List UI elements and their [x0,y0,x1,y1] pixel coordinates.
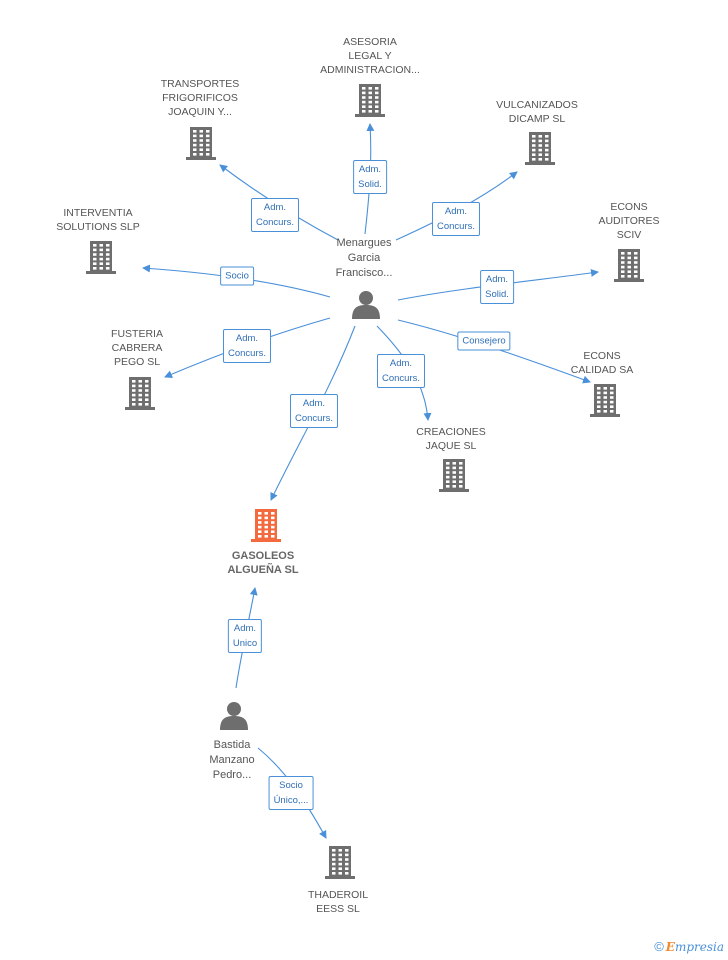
building-icon-fusteria[interactable] [125,377,155,410]
building-icon-econs_calidad[interactable] [590,384,620,417]
edge-label-menargues-to-gasoleos[interactable]: Adm. Concurs. [289,394,339,428]
node-label-vulcanizados[interactable]: VULCANIZADOS DICAMP SL [496,99,578,125]
edge-label-menargues-to-fusteria[interactable]: Adm. Concurs. [222,329,272,363]
edge-label-menargues-to-econs_calidad[interactable]: Consejero [457,331,511,351]
node-label-transportes[interactable]: TRANSPORTES FRIGORIFICOS JOAQUIN Y... [160,78,240,118]
node-label-creaciones[interactable]: CREACIONES JAQUE SL [416,426,486,452]
brand-logo-e: E [665,940,675,954]
node-label-econs_calidad[interactable]: ECONS CALIDAD SA [570,350,634,376]
edge-label-menargues-to-interventia[interactable]: Socio [220,266,254,286]
person-icon-bastida[interactable] [220,702,248,730]
building-icon-creaciones[interactable] [439,459,469,492]
node-label-interventia[interactable]: INTERVENTIA SOLUTIONS SLP [56,207,140,233]
brand-name: mpresia [674,940,724,954]
edge-label-menargues-to-vulcanizados[interactable]: Adm. Concurs. [431,202,481,236]
node-label-asesoria[interactable]: ASESORIA LEGAL Y ADMINISTRACION... [320,36,420,76]
person-icon-menargues[interactable] [352,291,380,319]
node-label-gasoleos[interactable]: GASOLEOS ALGUEÑA SL [227,550,299,576]
copyright-symbol: © [654,939,664,954]
edge-label-bastida-to-gasoleos[interactable]: Adm. Unico [227,619,263,653]
building-icon-econs_auditores[interactable] [614,249,644,282]
edge-label-menargues-to-asesoria[interactable]: Adm. Solid. [353,160,387,194]
node-label-econs_auditores[interactable]: ECONS AUDITORES SCIV [598,201,660,241]
building-icon-asesoria[interactable] [355,84,385,117]
node-label-menargues[interactable]: Menargues Garcia Francisco... [335,237,393,279]
node-label-thaderoil[interactable]: THADEROIL EESS SL [307,889,369,915]
empresia-footer[interactable]: ©Empresia [654,939,724,954]
edge-label-menargues-to-creaciones[interactable]: Adm. Concurs. [376,354,426,388]
building-icon-transportes[interactable] [186,127,216,160]
edge-label-menargues-to-econs_auditores[interactable]: Adm. Solid. [480,270,514,304]
building-icon-thaderoil[interactable] [325,846,355,879]
building-icon-interventia[interactable] [86,241,116,274]
building-icon-vulcanizados[interactable] [525,132,555,165]
node-label-bastida[interactable]: Bastida Manzano Pedro... [209,739,255,781]
building-icon-gasoleos[interactable] [251,509,281,542]
edge-label-menargues-to-transportes[interactable]: Adm. Concurs. [250,198,300,232]
edge-label-bastida-to-thaderoil[interactable]: Socio Único,... [268,776,314,810]
node-label-fusteria[interactable]: FUSTERIA CABRERA PEGO SL [111,328,163,368]
